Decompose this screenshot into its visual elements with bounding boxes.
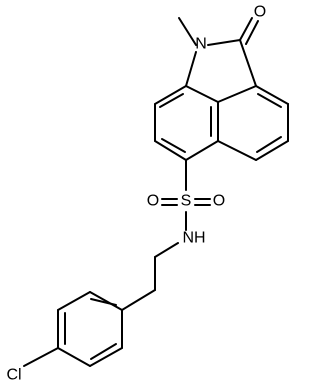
bond-c3-c4a bbox=[217, 140, 257, 161]
bond-c7a-c7-inner bbox=[159, 93, 184, 108]
bond-ar-5-6-inner bbox=[90, 343, 117, 360]
atom-label-nh: NH bbox=[182, 230, 205, 247]
bond-n-carbonyl-carbon bbox=[207, 39, 241, 46]
bond-c8a-c8 bbox=[217, 85, 257, 103]
bonds bbox=[23, 17, 289, 367]
bond-c2-c3-inner bbox=[256, 136, 282, 153]
atom-label-o-sulfonyl-right: O bbox=[213, 193, 225, 210]
bond-c2-c3 bbox=[255, 140, 289, 161]
chemical-structure-diagram: O N S O O NH Cl bbox=[6, 4, 289, 384]
bond-ar-1-2 bbox=[89, 291, 123, 311]
bond-carbonyl-c8 bbox=[239, 39, 257, 87]
bond-c6-c5-inner bbox=[161, 138, 186, 153]
atom-label-sulfur: S bbox=[181, 193, 192, 210]
bond-ar-4-5 bbox=[57, 347, 91, 367]
bond-n-c7a bbox=[185, 51, 197, 87]
bond-c6-c5 bbox=[154, 140, 187, 161]
bond-carbonyl-double-1 bbox=[239, 17, 253, 41]
bond-ch2-aryl bbox=[121, 289, 156, 311]
bond-ar-1-2-inner bbox=[90, 298, 117, 306]
atom-labels: O N S O O NH Cl bbox=[6, 4, 266, 384]
bond-c8-c1-inner bbox=[257, 93, 282, 108]
atom-label-o-sulfonyl-left: O bbox=[147, 193, 159, 210]
bond-n-methyl bbox=[178, 17, 197, 46]
bond-ar-cl bbox=[23, 347, 59, 367]
bond-ar-5-6 bbox=[89, 347, 123, 367]
atom-label-o-carbonyl: O bbox=[254, 4, 266, 21]
bond-c7a-c8a bbox=[185, 85, 219, 103]
bond-carbonyl-double-2 bbox=[245, 20, 259, 45]
bond-nh-ch2 bbox=[154, 242, 179, 258]
atom-label-n-ring: N bbox=[195, 36, 207, 53]
bond-c7a-c7 bbox=[154, 85, 187, 105]
atom-label-chlorine: Cl bbox=[6, 367, 21, 384]
bond-c8-c1 bbox=[255, 85, 289, 105]
bond-ar-2-3 bbox=[57, 291, 91, 311]
bond-c5-c4a bbox=[185, 140, 219, 161]
